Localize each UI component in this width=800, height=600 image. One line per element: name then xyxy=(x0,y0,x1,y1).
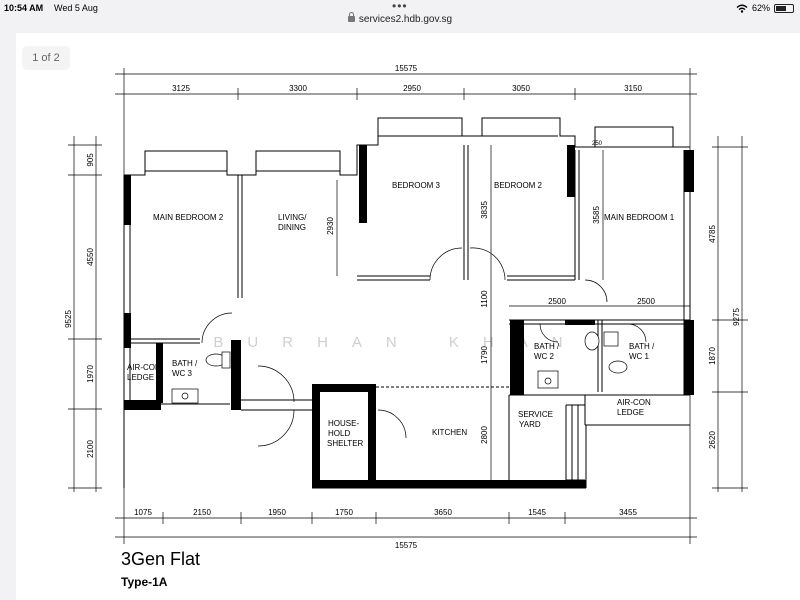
dim-living: 2930 xyxy=(326,217,335,235)
room-kitchen: KITCHEN xyxy=(432,428,467,437)
status-right: 62% xyxy=(736,3,794,13)
room-labels: MAIN BEDROOM 2 LIVING/ DINING BEDROOM 3 … xyxy=(127,181,675,448)
lock-icon xyxy=(347,12,355,23)
dim-right-overall: 9275 xyxy=(732,308,741,326)
room-bath1-2: WC 1 xyxy=(629,352,650,361)
room-bath2-2: WC 2 xyxy=(534,352,555,361)
room-bath2-1: BATH / xyxy=(534,342,560,351)
battery-fill xyxy=(776,5,786,11)
url-text: services2.hdb.gov.sg xyxy=(358,14,453,25)
dim-top-5: 3150 xyxy=(624,84,642,93)
dim-right-3: 2620 xyxy=(708,431,717,449)
dim-top-4: 3050 xyxy=(512,84,530,93)
dim-bot-1: 1075 xyxy=(134,508,152,517)
dim-right-2: 1870 xyxy=(708,347,717,365)
page-indicator: 1 of 2 xyxy=(22,46,70,70)
dim-top-2: 3300 xyxy=(289,84,307,93)
battery-icon xyxy=(774,3,794,13)
dim-bot-3: 1950 xyxy=(268,508,286,517)
watermark: BURHAN KHAN xyxy=(213,334,586,351)
dim-left-3: 1970 xyxy=(86,365,95,383)
dim-bedroom1: 3585 xyxy=(592,206,601,224)
room-bath3-2: WC 3 xyxy=(172,369,193,378)
room-aircon-left-2: LEDGE xyxy=(127,373,154,382)
dim-bath-a: 2500 xyxy=(548,297,566,306)
dim-left-2: 4550 xyxy=(86,248,95,266)
dim-bot-overall: 15575 xyxy=(395,541,418,550)
room-main-bedroom-1: MAIN BEDROOM 1 xyxy=(604,213,675,222)
room-aircon-left-1: AIR-CON xyxy=(127,363,161,372)
bathroom-fixtures xyxy=(171,331,628,404)
wifi-icon xyxy=(736,4,748,13)
dim-bot-5: 3650 xyxy=(434,508,452,517)
battery-percent: 62% xyxy=(751,3,770,13)
room-bath3-1: BATH / xyxy=(172,359,198,368)
room-bedroom-3: BEDROOM 3 xyxy=(392,181,441,190)
dim-left-1: 905 xyxy=(86,153,95,167)
dim-bedroom2: 3835 xyxy=(480,201,489,219)
multitasking-dots-icon[interactable]: ••• xyxy=(392,0,408,13)
dim-bath-b: 2500 xyxy=(637,297,655,306)
dim-left-overall: 9525 xyxy=(64,310,73,328)
room-shelter-2: HOLD xyxy=(328,429,350,438)
url-bar[interactable]: services2.hdb.gov.sg xyxy=(0,12,800,30)
dim-small: 250 xyxy=(592,141,603,147)
room-aircon-right-2: LEDGE xyxy=(617,408,644,417)
room-service-2: YARD xyxy=(519,420,541,429)
dim-bot-4: 1750 xyxy=(335,508,353,517)
status-date: Wed 5 Aug xyxy=(54,3,98,13)
plan-subtitle: Type-1A xyxy=(121,575,168,589)
room-service-1: SERVICE xyxy=(518,410,553,419)
room-living-line1: LIVING/ xyxy=(278,213,307,222)
door-swings xyxy=(201,247,647,447)
room-bath1-1: BATH / xyxy=(629,342,655,351)
dim-bot-2: 2150 xyxy=(193,508,211,517)
plan-outlines xyxy=(123,117,691,489)
room-main-bedroom-2: MAIN BEDROOM 2 xyxy=(153,213,224,222)
interior-dim-lines xyxy=(336,145,690,488)
room-shelter-1: HOUSE- xyxy=(328,419,359,428)
status-time: 10:54 AM xyxy=(4,3,44,13)
dim-top-3: 2950 xyxy=(403,84,421,93)
room-bedroom-2: BEDROOM 2 xyxy=(494,181,543,190)
plan-solid-walls xyxy=(124,145,694,488)
dim-kitchen: 2800 xyxy=(480,426,489,444)
dim-bath-height: 1790 xyxy=(480,346,489,364)
interior-dimensions: 2930 3835 3585 2500 2500 1100 1790 2800 … xyxy=(326,141,655,444)
status-bar: 10:54 AM Wed 5 Aug ••• 62% xyxy=(0,0,800,16)
dim-left-4: 2100 xyxy=(86,440,95,458)
dim-top-1: 3125 xyxy=(172,84,190,93)
dim-corridor: 1100 xyxy=(480,290,489,308)
dim-right-1: 4785 xyxy=(708,225,717,243)
plan-title: 3Gen Flat xyxy=(121,549,201,569)
room-shelter-3: SHELTER xyxy=(327,439,364,448)
room-aircon-right-1: AIR-CON xyxy=(617,398,651,407)
dimension-labels: 15575 3125 3300 2950 3050 3150 1075 2150… xyxy=(64,64,741,550)
dim-bot-7: 3455 xyxy=(619,508,637,517)
room-living-line2: DINING xyxy=(278,223,306,232)
dim-bot-6: 1545 xyxy=(528,508,546,517)
dim-top-overall: 15575 xyxy=(395,64,418,73)
